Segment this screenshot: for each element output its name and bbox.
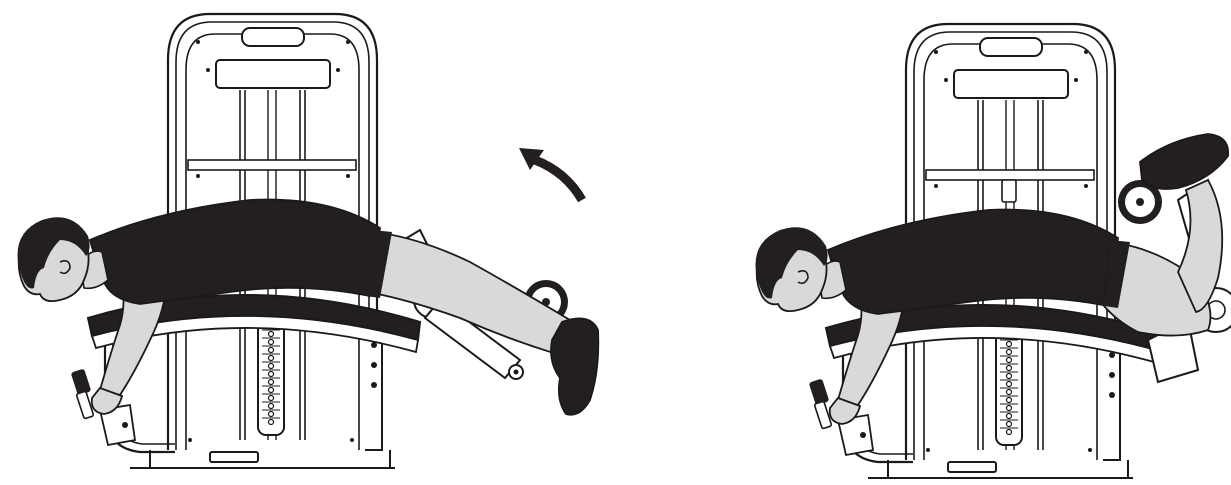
end-position-panel bbox=[756, 24, 1231, 478]
person-legs-end bbox=[1104, 134, 1228, 336]
start-position-panel bbox=[18, 14, 599, 468]
curved-arrow-icon bbox=[519, 148, 582, 200]
